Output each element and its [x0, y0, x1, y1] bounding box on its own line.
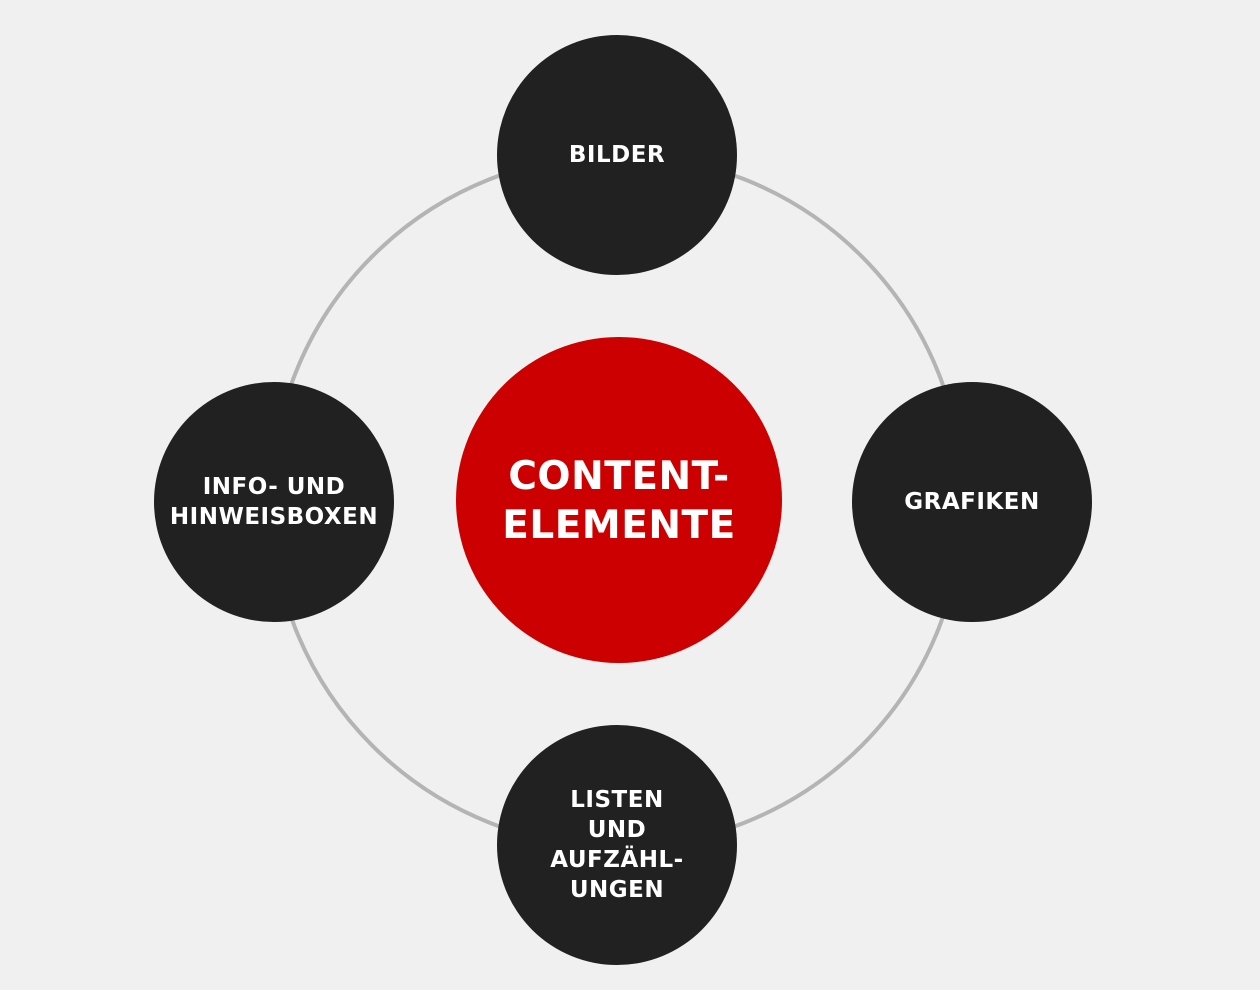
- node-listen-label-line-2: UND: [587, 817, 647, 843]
- node-bilder-label: BILDER: [568, 142, 666, 168]
- node-grafiken: GRAFIKEN: [852, 382, 1092, 622]
- node-listen-label-line-4: UNGEN: [569, 877, 665, 903]
- node-infoboxen-label-line-2: HINWEISBOXEN: [169, 504, 379, 530]
- center-label-line-2: ELEMENTE: [502, 503, 736, 548]
- node-listen-label-line-1: LISTEN: [570, 787, 664, 813]
- node-bilder: BILDER: [497, 35, 737, 275]
- node-infoboxen: INFO- UND HINWEISBOXEN: [154, 382, 394, 622]
- center-label-line-1: CONTENT-: [508, 454, 730, 499]
- node-listen: LISTEN UND AUFZÄHL- UNGEN: [497, 725, 737, 965]
- node-infoboxen-label-line-1: INFO- UND: [202, 474, 346, 500]
- node-listen-label-line-3: AUFZÄHL-: [550, 847, 684, 873]
- center-node: CONTENT- ELEMENTE: [456, 337, 782, 663]
- node-grafiken-label: GRAFIKEN: [904, 489, 1040, 515]
